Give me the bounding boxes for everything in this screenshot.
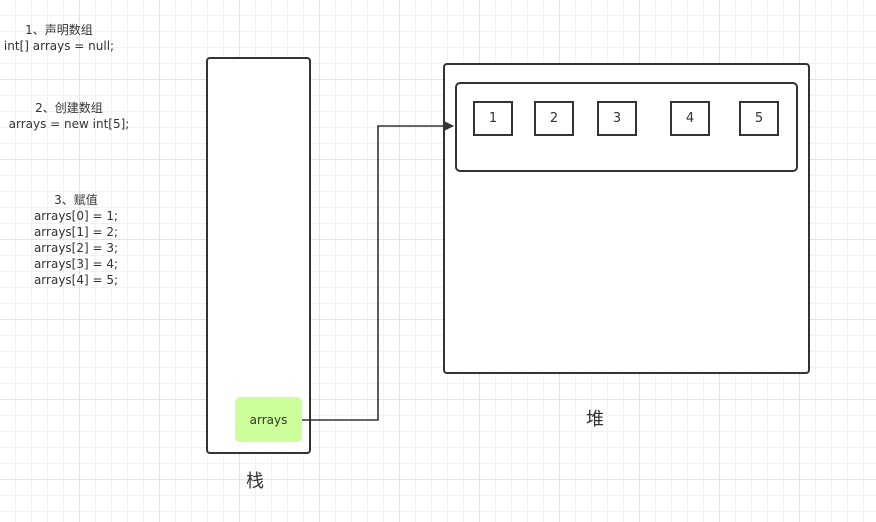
array-cell-0[interactable]: 1 <box>473 101 513 136</box>
note-create-array: 2、创建数组 arrays = new int[5]; <box>0 100 138 132</box>
note-assign-title: 3、赋值 <box>54 193 98 207</box>
note-declare-array: 1、声明数组 int[] arrays = null; <box>0 22 118 54</box>
reference-arrow-line <box>302 121 454 421</box>
note-assign-line-2: arrays[2] = 3; <box>33 241 119 255</box>
note-declare-code: int[] arrays = null; <box>3 39 115 53</box>
array-cell-1[interactable]: 2 <box>534 101 574 136</box>
array-cell-2[interactable]: 3 <box>597 101 637 136</box>
heap-label: 堆 <box>586 409 604 430</box>
note-assign-line-0: arrays[0] = 1; <box>33 209 119 223</box>
note-declare-title: 1、声明数组 <box>25 23 93 37</box>
note-assign-line-4: arrays[4] = 5; <box>33 273 119 287</box>
stack-container[interactable] <box>206 57 311 454</box>
array-cell-4[interactable]: 5 <box>739 101 779 136</box>
array-cell-3[interactable]: 4 <box>670 101 710 136</box>
stack-label: 栈 <box>246 471 264 492</box>
note-create-code: arrays = new int[5]; <box>8 117 130 131</box>
stack-reference-arrays[interactable]: arrays <box>235 397 302 442</box>
note-assign-line-3: arrays[3] = 4; <box>33 257 119 271</box>
note-create-title: 2、创建数组 <box>35 101 103 115</box>
note-assign-line-1: arrays[1] = 2; <box>33 225 119 239</box>
note-assign-values: 3、赋值 arrays[0] = 1; arrays[1] = 2; array… <box>20 192 132 288</box>
